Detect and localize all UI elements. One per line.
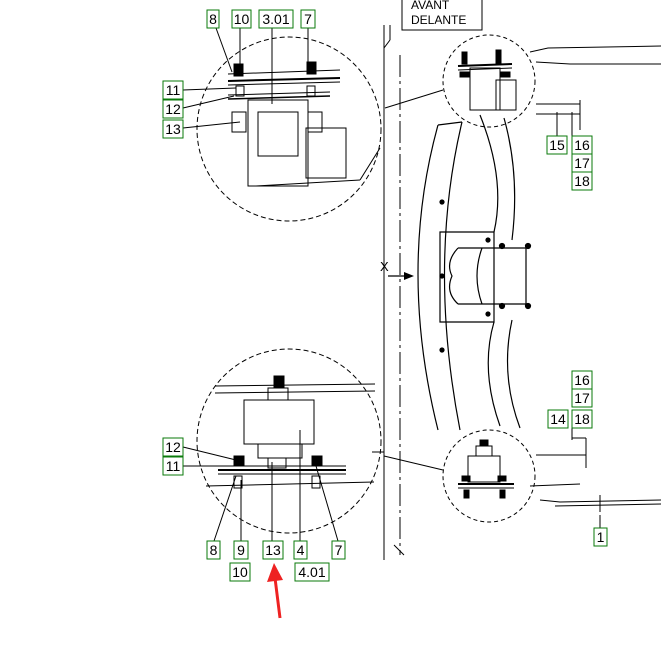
callout-16-bottom: 16 [574, 372, 590, 388]
callout-10-top: 10 [234, 11, 250, 27]
callout-7-top: 7 [304, 11, 312, 27]
callouts-bottom-detail: 12 11 8 9 10 13 4 4.01 7 [162, 437, 346, 582]
bottom-small-detail [383, 429, 536, 523]
callout-8-top: 8 [209, 11, 217, 27]
view-marker: X [380, 259, 414, 280]
view-marker-label: X [380, 259, 389, 274]
callout-3-01-top: 3.01 [262, 11, 289, 27]
callout-4-bottom: 4 [297, 542, 305, 558]
callout-10-bottom: 10 [232, 564, 248, 580]
callout-12-bottom: 12 [165, 439, 181, 455]
front-label-line1: AVANT [411, 0, 450, 12]
callout-11-top: 11 [166, 82, 181, 98]
callout-18-top: 18 [574, 173, 590, 189]
callout-18-bottom: 18 [574, 411, 590, 427]
highlight-arrow [267, 563, 283, 619]
callout-14: 14 [550, 411, 566, 427]
side-rails [529, 45, 661, 512]
callouts-top-detail: 8 10 3.01 7 11 12 13 [162, 9, 316, 139]
callout-13-bottom: 13 [265, 542, 281, 558]
callout-15: 15 [549, 137, 565, 153]
callout-1: 1 [597, 529, 605, 545]
frame-lines [383, 25, 405, 560]
callout-17-top: 17 [574, 155, 590, 171]
front-label-line2: DELANTE [411, 13, 466, 27]
callouts-top-right: 15 16 17 18 [546, 135, 593, 191]
callout-8-bottom: 8 [210, 542, 218, 558]
top-small-detail [384, 34, 536, 128]
top-large-detail [196, 36, 382, 222]
front-label-box: AVANT DELANTE [401, 0, 483, 31]
callout-11-bottom: 11 [166, 458, 181, 474]
callouts-bottom-right: 16 17 14 18 1 [547, 370, 608, 547]
callout-7-bottom: 7 [335, 542, 343, 558]
bottom-large-detail [196, 348, 384, 534]
callout-4-01-bottom: 4.01 [298, 564, 325, 580]
callout-13-top: 13 [165, 121, 181, 137]
callout-9-bottom: 9 [237, 542, 245, 558]
leader-lines [182, 27, 601, 542]
callout-16-top: 16 [574, 137, 590, 153]
callout-12-top: 12 [165, 101, 181, 117]
axle-beam [417, 114, 532, 431]
callout-17-bottom: 17 [574, 390, 590, 406]
